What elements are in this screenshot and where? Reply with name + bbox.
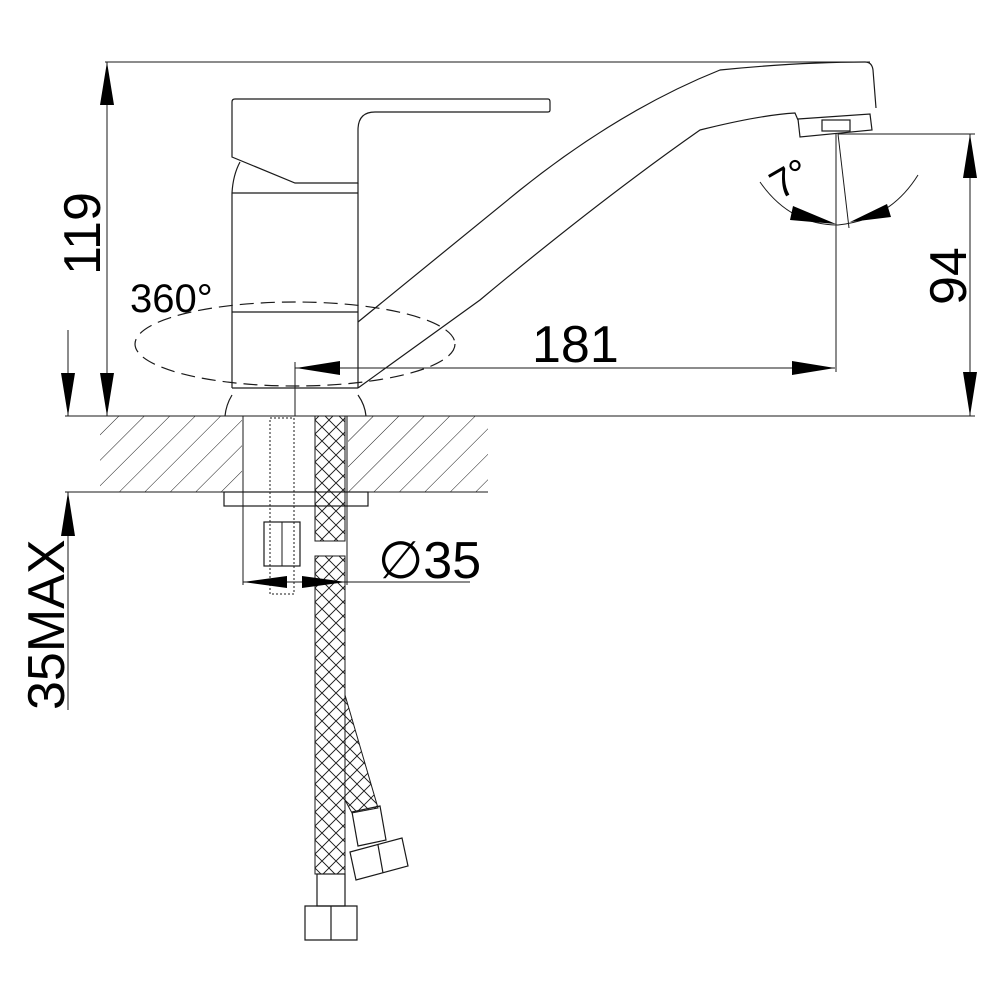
supply-hoses xyxy=(304,415,409,941)
tilt-angle-label: 7° xyxy=(763,151,818,208)
dimension-spout-height: 94 xyxy=(838,133,978,416)
dimension-total-height: 119 xyxy=(54,61,870,416)
spout-reach-label: 181 xyxy=(532,316,619,374)
rotation-label: 360° xyxy=(130,277,213,321)
rotation-indicator: 360° xyxy=(130,277,456,387)
mounting-hardware xyxy=(223,362,369,595)
dimension-hole-diameter: ∅35 xyxy=(243,532,481,590)
hole-diameter-label: ∅35 xyxy=(378,532,481,590)
dimension-spout-reach: 181 xyxy=(294,134,837,416)
dimension-countertop-thickness: 35MAX xyxy=(18,330,76,710)
faucet-body xyxy=(224,61,877,417)
countertop-max-label: 35MAX xyxy=(18,539,76,710)
spout-height-label: 94 xyxy=(920,247,978,305)
dimension-tilt-angle: 7° xyxy=(759,133,919,229)
countertop xyxy=(65,415,975,493)
total-height-label: 119 xyxy=(54,192,112,275)
